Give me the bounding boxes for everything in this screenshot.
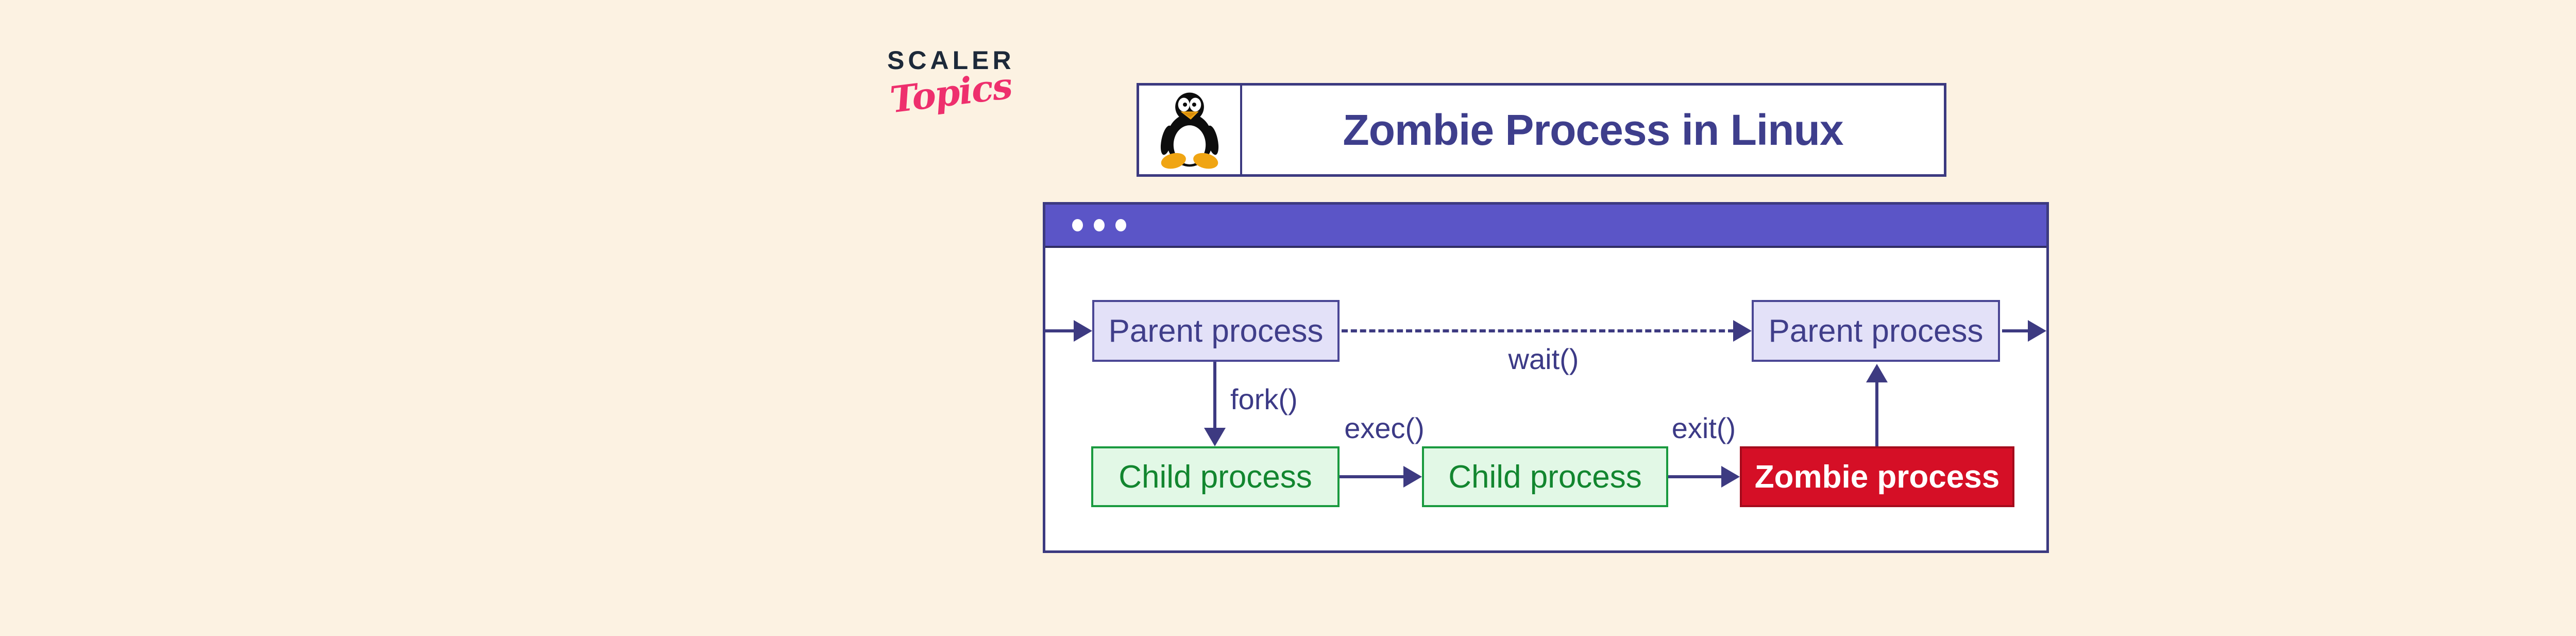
wait-dashed-arrow-line	[1342, 329, 1734, 332]
window-titlebar	[1045, 205, 2046, 248]
exit-label: exit()	[1671, 412, 1736, 444]
child-process-node-left: Child process	[1091, 446, 1340, 507]
title-icon-cell	[1139, 86, 1242, 174]
scaler-topics-logo: SCALER Topics	[887, 46, 1042, 121]
parent-process-node-left: Parent process	[1092, 300, 1340, 362]
tux-penguin-icon	[1160, 92, 1219, 169]
arrow-into-parent-line	[1045, 329, 1075, 332]
exec-arrow-head-icon	[1403, 466, 1422, 488]
arrow-into-parent-head-icon	[1074, 320, 1092, 342]
exec-label: exec()	[1344, 412, 1425, 444]
wait-label: wait()	[1508, 343, 1579, 375]
zombie-process-node: Zombie process	[1740, 446, 2014, 507]
logo-brand-text: SCALER	[887, 46, 1015, 75]
child-process-node-right: Child process	[1422, 446, 1668, 507]
fork-arrow-head-icon	[1204, 428, 1226, 446]
zombie-to-parent-arrow-line	[1875, 381, 1878, 446]
window-control-dot-icon	[1072, 219, 1083, 231]
window-control-dot-icon	[1094, 219, 1105, 231]
zombie-to-parent-arrow-head-icon	[1866, 364, 1888, 382]
window-control-dot-icon	[1115, 219, 1126, 231]
wait-arrow-head-icon	[1733, 320, 1752, 342]
exit-arrow-head-icon	[1721, 466, 1740, 488]
page-title: Zombie Process in Linux	[1343, 105, 1843, 154]
parent-process-node-right: Parent process	[1752, 300, 2000, 362]
arrow-out-of-parent-head-icon	[2028, 320, 2046, 342]
fork-arrow-line	[1213, 362, 1216, 429]
title-banner: Zombie Process in Linux	[1137, 83, 1946, 177]
title-cell: Zombie Process in Linux	[1242, 86, 1944, 174]
exec-arrow-line	[1340, 475, 1404, 478]
window-controls	[1072, 219, 1126, 231]
fork-label: fork()	[1230, 383, 1298, 415]
exit-arrow-line	[1668, 475, 1722, 478]
arrow-out-of-parent-line	[2002, 329, 2029, 332]
